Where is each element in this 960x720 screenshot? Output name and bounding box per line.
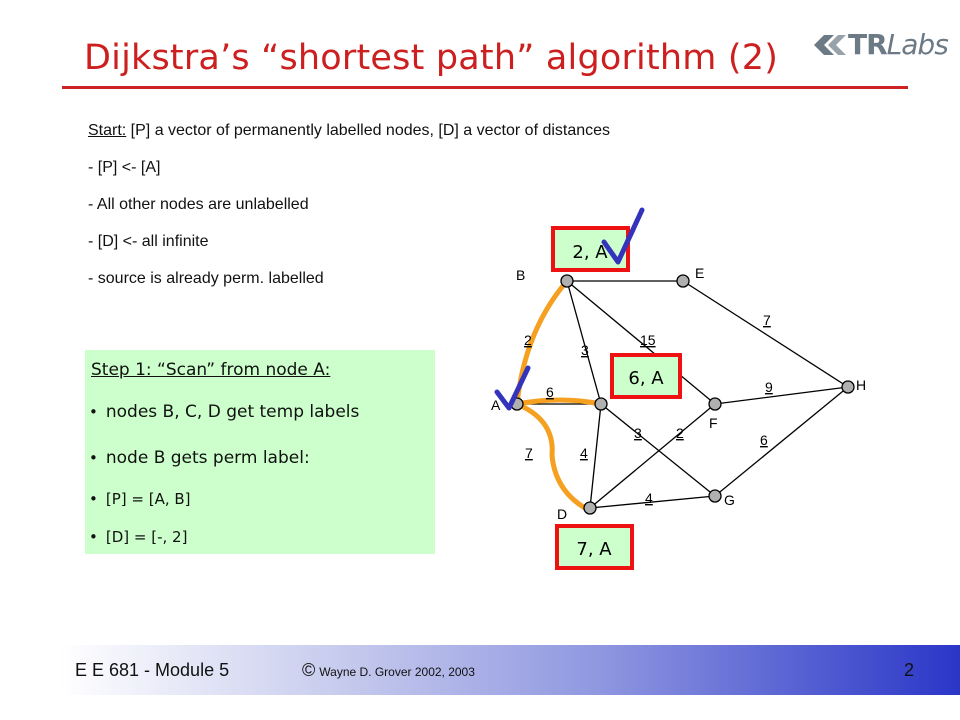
step-bullet-d-vector: [D] = [-, 2] <box>89 528 188 546</box>
page-number: 2 <box>904 660 915 680</box>
footer-course: E E 681 - Module 5 <box>75 660 230 680</box>
weight-a-b: 2 <box>524 332 532 348</box>
edge-d-g <box>589 495 716 509</box>
scan-edge-a-c <box>514 397 604 407</box>
start-step-3: - [D] <- all infinite <box>88 233 209 250</box>
weight-d-g: 4 <box>645 490 653 506</box>
start-step-4: - source is already perm. labelled <box>88 270 324 287</box>
slide-title: Dijkstra’s “shortest path” algorithm (2) <box>84 38 779 78</box>
step-bullet-temp-labels: nodes B, C, D get temp labels <box>89 402 360 422</box>
start-step-1: - [P] <- [A] <box>88 159 161 176</box>
label-text-c: 6, A <box>628 368 664 389</box>
start-description: [P] a vector of permanently labelled nod… <box>126 122 611 139</box>
label-text-b: 2, A <box>572 242 608 263</box>
step-bullet-p-vector: [P] = [A, B] <box>89 490 191 508</box>
start-line: Start: [P] a vector of permanently label… <box>88 120 610 157</box>
check-icon-a <box>494 365 531 411</box>
edge-h-g <box>714 386 849 497</box>
node-name-e: E <box>695 265 704 281</box>
node-e <box>676 274 690 288</box>
node-d <box>583 501 597 515</box>
step-1-box: Step 1: “Scan” from node A: nodes B, C, … <box>85 350 435 554</box>
logo-main: TR <box>848 28 888 61</box>
node-name-g: G <box>724 492 735 508</box>
edge-c-d <box>589 403 602 509</box>
logo-text: TRLabs <box>848 28 949 61</box>
copyright-symbol: © <box>302 660 316 680</box>
label-box-c: 6, A <box>610 353 682 399</box>
weight-d-f: 3 <box>634 425 642 441</box>
trlabs-logo-icon <box>814 35 846 55</box>
weight-c-d: 4 <box>580 445 588 461</box>
footer-bar <box>60 645 960 695</box>
label-text-d: 7, A <box>576 539 612 560</box>
edge-d-f <box>589 403 716 509</box>
node-f <box>708 397 722 411</box>
node-c <box>594 397 608 411</box>
scan-edge-a-d <box>514 401 588 511</box>
weight-h-g: 6 <box>760 432 768 448</box>
weight-b-f: 15 <box>640 332 656 348</box>
node-name-d: D <box>557 506 567 522</box>
node-h <box>841 380 855 394</box>
weight-c-g: 2 <box>676 425 684 441</box>
title-underline <box>62 36 908 89</box>
edge-e-h <box>682 280 849 388</box>
node-name-f: F <box>709 415 718 431</box>
start-block: Start: [P] a vector of permanently label… <box>88 120 610 305</box>
node-name-a: A <box>491 397 501 413</box>
node-b <box>560 274 574 288</box>
start-label: Start: <box>88 122 127 139</box>
footer-copyright: ©Wayne D. Grover 2002, 2003 <box>302 660 475 681</box>
weight-f-h: 9 <box>765 379 773 395</box>
weight-a-d: 7 <box>525 445 533 461</box>
node-name-h: H <box>856 377 866 393</box>
weight-a-c: 6 <box>546 384 554 400</box>
weight-e-h: 7 <box>763 312 771 328</box>
step-bullet-perm-label: node B gets perm label: <box>89 448 310 468</box>
label-box-d: 7, A <box>555 524 634 570</box>
edge-f-h <box>714 386 849 405</box>
label-box-b: 2, A <box>551 226 630 272</box>
check-icon-b <box>601 207 645 265</box>
edge-b-f <box>566 280 716 405</box>
footer-author: Wayne D. Grover 2002, 2003 <box>319 665 475 679</box>
edge-c-g <box>600 403 716 497</box>
edge-b-c <box>566 280 602 405</box>
node-name-b: B <box>516 267 525 283</box>
weight-b-c: 3 <box>581 342 589 358</box>
logo-suffix: Labs <box>886 28 949 61</box>
step-title: Step 1: “Scan” from node A: <box>91 360 331 380</box>
start-step-2: - All other nodes are unlabelled <box>88 196 309 213</box>
node-g <box>708 489 722 503</box>
